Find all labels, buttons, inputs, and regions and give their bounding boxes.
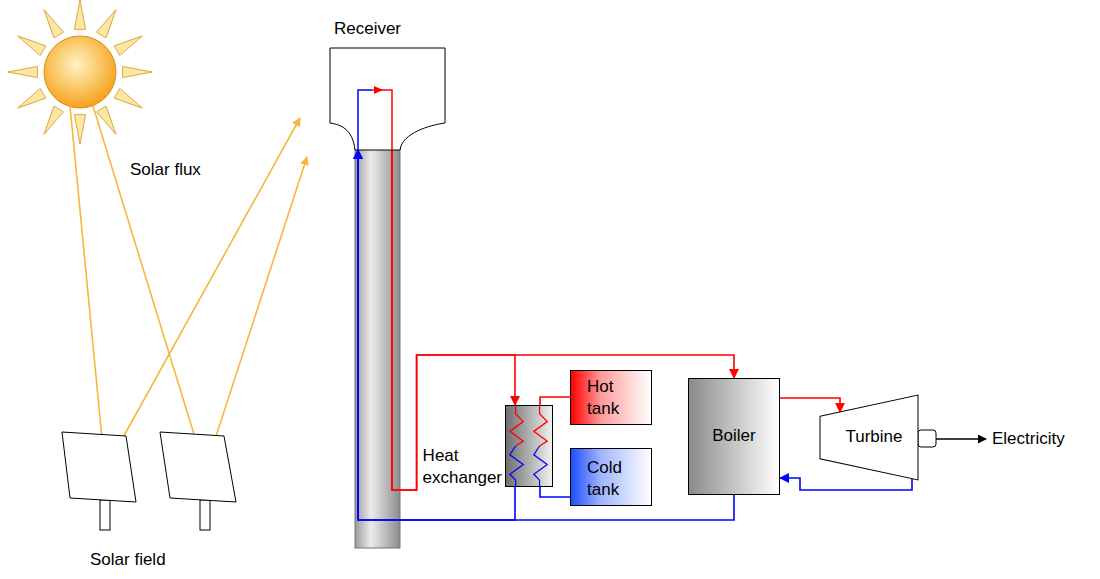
sun-rays: [8, 0, 152, 144]
incoming-ray: [70, 106, 105, 470]
cold-pipe: [540, 487, 570, 497]
hot-coil: [510, 406, 523, 446]
solar-flux-rays: [70, 106, 307, 470]
hot-coil: [534, 406, 547, 446]
receiver-hot-pipe: [372, 90, 392, 150]
heliostat-mirror: [160, 432, 236, 502]
sun-ray: [74, 115, 85, 144]
boiler-box: Boiler: [688, 378, 780, 495]
turbine-body: [820, 395, 918, 480]
output-label: Electricity: [990, 429, 1067, 449]
node-label: Turbine: [845, 426, 902, 448]
hot-pipe: [392, 150, 515, 490]
receiver-outline: [330, 45, 445, 150]
sun-ray: [18, 88, 46, 108]
hot-pipe: [540, 397, 570, 405]
receiver-cold-pipe: [358, 90, 372, 150]
sun-ray: [74, 0, 85, 29]
electricity-arrow: [936, 438, 986, 440]
heat-exchanger-coils: [506, 406, 552, 486]
sun-ray: [44, 106, 64, 134]
part-label: Solar flux: [128, 160, 203, 180]
cold-pipe: [358, 150, 515, 520]
cold-coil: [534, 446, 547, 486]
heliostat-mirror: [62, 432, 136, 502]
heliostat-post: [200, 500, 210, 530]
sun: [44, 36, 116, 108]
incoming-ray: [93, 106, 205, 470]
heat-exchanger-box: Heat exchanger: [505, 405, 553, 487]
cold-coil: [510, 446, 523, 486]
cold-pipe: [358, 150, 734, 520]
receiver-flow-arrow: [374, 86, 383, 94]
turbine-shaft: [918, 430, 936, 447]
tower: [355, 148, 400, 548]
cold-tank-box: Cold tank: [570, 448, 652, 506]
sun-ray: [8, 66, 37, 77]
turbine-shape: Turbine: [820, 395, 918, 480]
pipes: [358, 150, 912, 520]
hot-tank-box: Hot tank: [570, 370, 652, 425]
node-label: Hot tank: [587, 376, 629, 420]
reflected-ray: [205, 157, 307, 470]
receiver-shape: Receiver: [330, 45, 445, 150]
receiver-body: [330, 48, 445, 150]
node-label: Heat exchanger: [423, 445, 502, 489]
reflected-ray: [105, 118, 300, 470]
hot-pipe: [392, 150, 734, 490]
heliostat-post: [100, 500, 110, 530]
hot-pipe: [780, 398, 840, 412]
heliostats: [62, 432, 236, 530]
node-label: Receiver: [290, 18, 445, 40]
node-label: Boiler: [712, 425, 755, 447]
sun-ray: [44, 10, 64, 38]
node-label: Cold tank: [587, 457, 629, 501]
cold-pipe: [780, 478, 912, 490]
part-label: Solar field: [88, 550, 168, 570]
sun-ray: [18, 36, 46, 56]
sun-ray: [123, 66, 152, 77]
sun-ray: [114, 88, 142, 108]
sun-ray: [114, 36, 142, 56]
sun-ray: [96, 10, 116, 38]
sun-ray: [96, 106, 116, 134]
